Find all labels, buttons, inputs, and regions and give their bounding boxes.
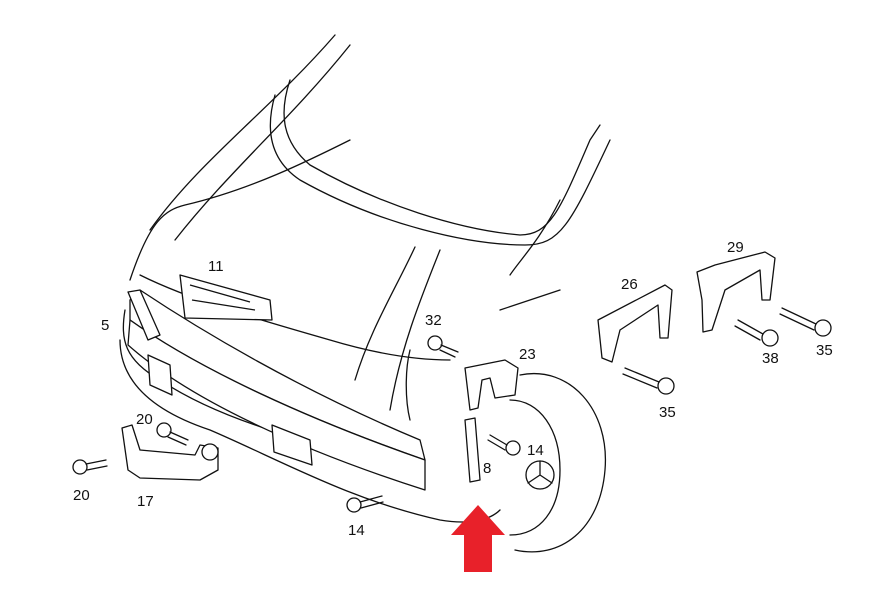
callout-14-right: 14 [527, 442, 544, 459]
bolt-35-right[interactable] [779, 307, 832, 337]
bumper-bar [127, 289, 426, 491]
callout-17: 17 [137, 493, 154, 510]
bolt-35-center[interactable] [622, 367, 675, 395]
callout-20-lower: 20 [73, 487, 90, 504]
red-arrow-indicator [451, 505, 505, 572]
wheel [509, 373, 607, 553]
bolt-20-upper[interactable] [156, 422, 189, 446]
part-17-bracket[interactable] [121, 424, 219, 481]
callout-35-center: 35 [659, 404, 676, 421]
part-8-bracket[interactable] [464, 417, 481, 483]
part-5-bracket[interactable] [127, 289, 161, 341]
bolt-14-right[interactable] [487, 434, 521, 456]
bolt-14-center[interactable] [346, 495, 384, 513]
callout-23: 23 [519, 346, 536, 363]
callout-29: 29 [727, 239, 744, 256]
callout-38: 38 [762, 350, 779, 367]
callout-35-right: 35 [816, 342, 833, 359]
bolt-38[interactable] [734, 319, 779, 347]
bolt-32[interactable] [427, 335, 459, 358]
callout-26: 26 [621, 276, 638, 293]
part-11-bracket[interactable] [179, 274, 273, 321]
bolt-20-lower[interactable] [72, 459, 108, 475]
part-29-bracket[interactable] [696, 251, 776, 333]
bolts [72, 307, 832, 513]
callout-11: 11 [208, 258, 224, 275]
callout-32: 32 [425, 312, 442, 329]
part-26-bracket[interactable] [597, 284, 673, 363]
callout-5: 5 [101, 317, 110, 334]
callout-20-upper: 20 [136, 411, 153, 428]
callout-8: 8 [483, 460, 492, 477]
part-23-bracket[interactable] [464, 359, 519, 411]
callout-14-center: 14 [348, 522, 365, 539]
part-17-bushing [201, 443, 219, 461]
